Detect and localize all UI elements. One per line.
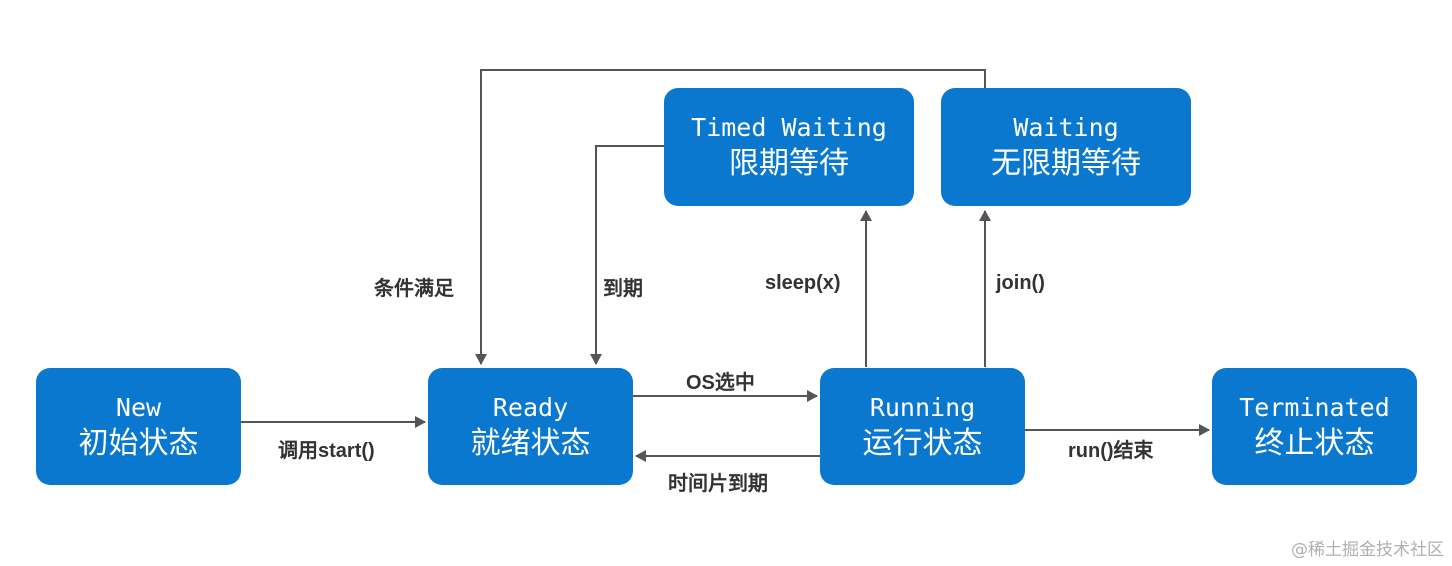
arrow-timed-waiting-to-ready — [590, 145, 664, 365]
label-condition-met: 条件满足 — [374, 278, 454, 300]
state-running-en-label: Running — [869, 392, 976, 422]
state-terminated-cn-label: 终止状态 — [1254, 425, 1375, 461]
label-run-end: run()结束 — [1068, 440, 1154, 462]
state-waiting: Waiting 无限期等待 — [941, 88, 1191, 206]
label-os-select: OS选中 — [686, 372, 755, 394]
state-timed-waiting: Timed Waiting 限期等待 — [664, 88, 914, 206]
state-running-cn-label: 运行状态 — [862, 425, 983, 461]
state-ready-en-label: Ready — [492, 392, 569, 422]
state-terminated-en-label: Terminated — [1239, 392, 1390, 422]
label-sleep: sleep(x) — [765, 272, 841, 294]
state-new-cn-label: 初始状态 — [78, 425, 199, 461]
state-ready: Ready 就绪状态 — [428, 368, 633, 485]
state-terminated: Terminated 终止状态 — [1212, 368, 1417, 485]
state-running: Running 运行状态 — [820, 368, 1025, 485]
label-expire: 到期 — [603, 278, 643, 300]
arrow-waiting-to-ready — [475, 69, 986, 365]
state-ready-cn-label: 就绪状态 — [470, 425, 591, 461]
label-start: 调用start() — [278, 440, 375, 462]
state-new: New 初始状态 — [36, 368, 241, 485]
watermark: @稀土掘金技术社区 — [1291, 540, 1444, 560]
state-timed-waiting-cn-label: 限期等待 — [729, 146, 849, 181]
label-time-slice: 时间片到期 — [668, 473, 768, 495]
state-timed-waiting-en-label: Timed Waiting — [691, 113, 887, 142]
state-new-en-label: New — [115, 392, 162, 422]
label-join: join() — [996, 272, 1045, 294]
state-waiting-cn-label: 无限期等待 — [991, 146, 1141, 181]
state-waiting-en-label: Waiting — [1013, 113, 1119, 142]
